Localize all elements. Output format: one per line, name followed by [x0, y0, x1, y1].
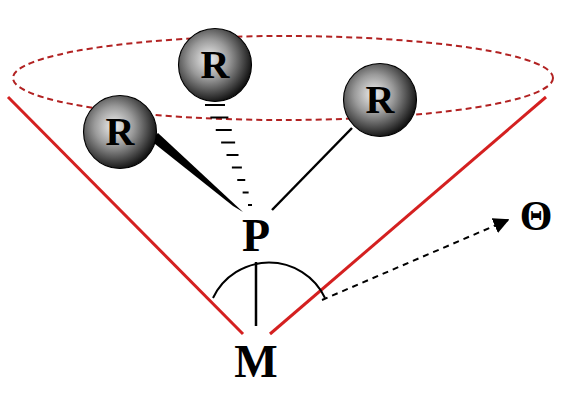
- angle-arc: [213, 263, 325, 298]
- substituent-label: R: [82, 94, 158, 170]
- metal-label: M: [234, 339, 277, 385]
- substituent-sphere: R: [342, 62, 418, 138]
- substituent-label: R: [177, 27, 253, 103]
- pointer-arrow: [322, 220, 508, 300]
- substituent-sphere: R: [82, 94, 158, 170]
- substituent-label: R: [342, 62, 418, 138]
- wedge-bond: [150, 133, 243, 212]
- angle-symbol: Θ: [520, 195, 553, 237]
- p-m-bond: [255, 262, 258, 326]
- bond: [272, 128, 352, 210]
- cone-edge: [270, 97, 546, 334]
- phosphorus-label: P: [242, 213, 270, 259]
- hashed-bond: [205, 105, 252, 205]
- substituent-sphere: R: [177, 27, 253, 103]
